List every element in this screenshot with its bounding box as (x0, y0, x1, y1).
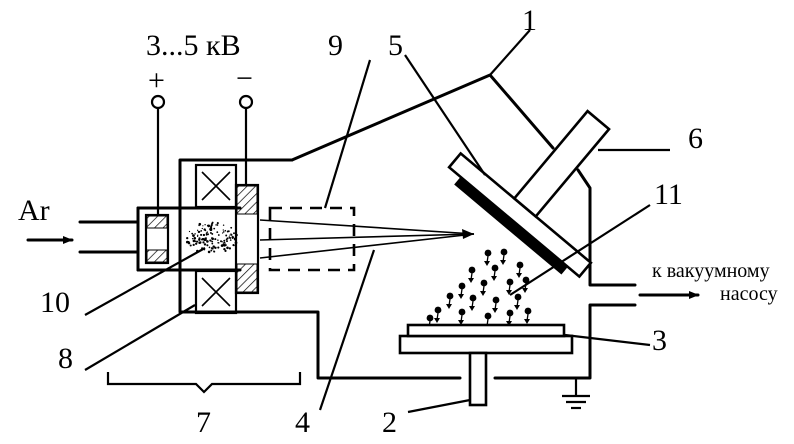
particle (458, 308, 466, 325)
label-1: 1 (522, 4, 537, 37)
ion-beam (259, 219, 475, 259)
label-11: 11 (654, 178, 683, 211)
target-assembly (447, 109, 611, 279)
substrate-table (398, 334, 574, 355)
substrate-holder (398, 323, 574, 407)
particle (524, 307, 532, 324)
particle (480, 279, 488, 296)
particle (514, 293, 522, 310)
label-6: 6 (688, 122, 703, 155)
particle (516, 261, 524, 278)
particle (469, 294, 477, 311)
label-8: 8 (58, 342, 73, 375)
label-5: 5 (388, 29, 403, 62)
particle (446, 292, 454, 309)
target-holder-rod (512, 109, 611, 219)
particle (506, 278, 514, 295)
ar-label: Ar (18, 194, 50, 227)
particle (468, 266, 476, 283)
label-2: 2 (382, 406, 397, 439)
plus-label: + (148, 64, 165, 97)
substrate-shaft (468, 351, 488, 407)
particle (434, 306, 442, 323)
ground-icon (562, 378, 590, 410)
particle (484, 249, 492, 266)
sputtered-particles (426, 248, 532, 331)
particle (458, 282, 466, 299)
target (454, 176, 568, 275)
particle (492, 296, 500, 313)
label-3: 3 (652, 324, 667, 357)
ion-source (78, 163, 260, 315)
minus-label: − (236, 62, 253, 95)
high-voltage-leads (150, 94, 254, 215)
particle (500, 248, 508, 265)
voltage-label: 3...5 кВ (146, 29, 241, 62)
pump-label-line1: к вакуумному (652, 260, 770, 282)
particle (491, 264, 499, 281)
plus-terminal (150, 94, 166, 110)
minus-terminal (238, 94, 254, 110)
pump-label-line2: насосу (720, 283, 778, 305)
ion-source-brace (106, 372, 302, 394)
label-7: 7 (196, 406, 211, 439)
label-10: 10 (40, 286, 70, 319)
substrate (406, 323, 566, 338)
label-4: 4 (295, 406, 310, 439)
label-9: 9 (328, 29, 343, 62)
leader-lines (84, 29, 670, 414)
plasma (185, 221, 238, 254)
particle (506, 309, 514, 326)
